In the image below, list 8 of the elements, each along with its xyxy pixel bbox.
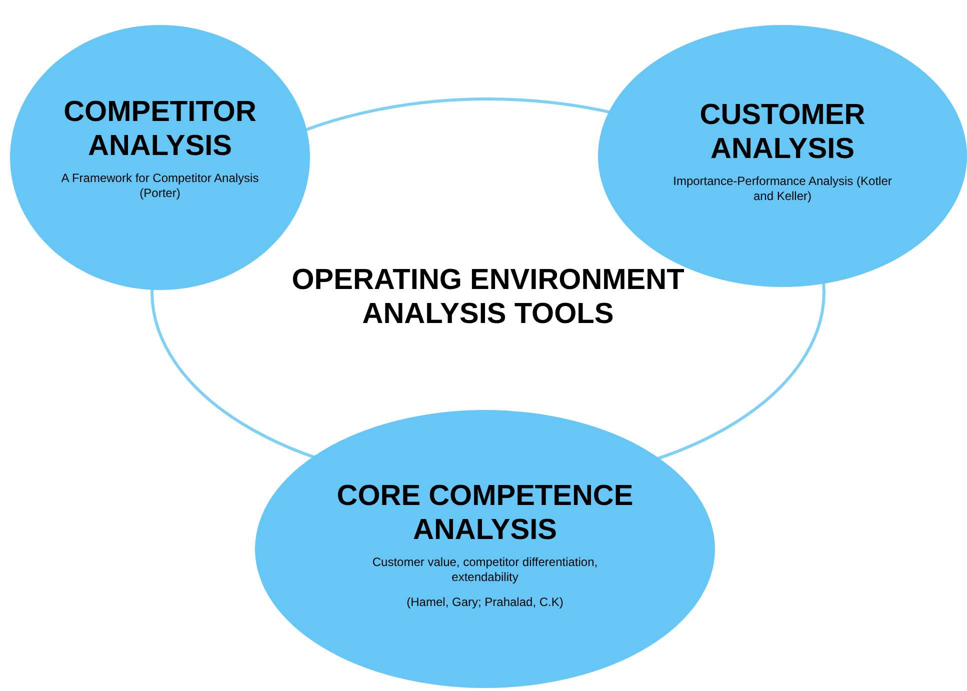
node-reference: (Hamel, Gary; Prahalad, C.K) <box>406 594 564 610</box>
node-description: A Framework for Competitor Analysis (Porter) <box>60 170 260 200</box>
node-title: OPERATING ENVIRONMENT ANALYSIS TOOLS <box>290 263 686 331</box>
node-description: Customer value, competitor differentiation, extendability <box>371 554 599 584</box>
node-title: COMPETITOR ANALYSIS <box>62 94 258 162</box>
node-title: CUSTOMER ANALYSIS <box>698 98 866 166</box>
node-title: CORE COMPETENCE ANALYSIS <box>336 478 634 546</box>
node-description: Importance-Performance Analysis (Kotler and Keller) <box>672 174 893 204</box>
